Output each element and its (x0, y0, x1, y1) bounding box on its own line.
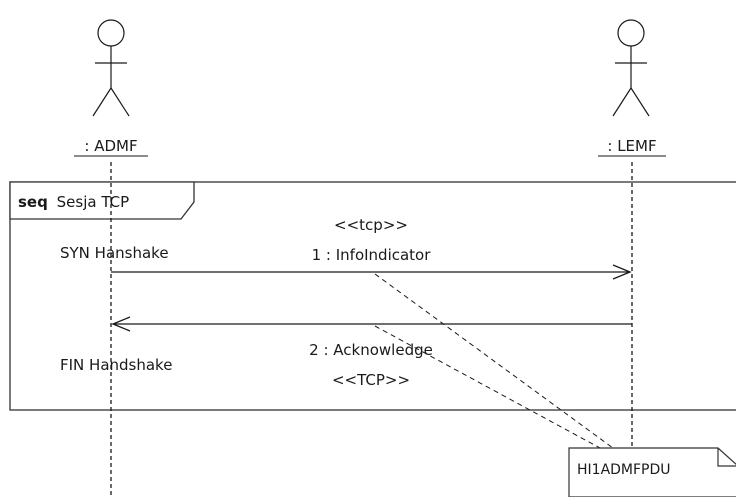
actor-lemf: : LEMF (598, 19, 666, 157)
actor-admf-label: : ADMF (84, 137, 137, 155)
actor-lemf-label: : LEMF (607, 137, 656, 155)
note-box-shape (568, 447, 736, 497)
message-2-note: FIN Handshake (60, 356, 172, 374)
actor-admf-icon (92, 19, 130, 117)
actor-lemf-icon (612, 19, 650, 117)
message-1-note: SYN Hanshake (60, 244, 169, 262)
actor-admf: : ADMF (74, 19, 148, 157)
message-2-stereotype: <<TCP>> (332, 371, 410, 389)
note-connector-2 (374, 325, 601, 449)
fragment-frame (9, 181, 736, 411)
fragment-name: Sesja TCP (57, 193, 130, 211)
note-box: HI1ADMFPDU (568, 447, 736, 497)
note-box-fold-icon (717, 448, 736, 467)
message-1-arrowhead-icon (612, 264, 632, 280)
fragment-label-pentagon (9, 181, 195, 220)
message-2: 2 : Acknowledge <<TCP>> FIN Handshake (60, 316, 632, 389)
note-box-text: HI1ADMFPDU (577, 462, 671, 478)
fragment-label: seq Sesja TCP (18, 193, 129, 211)
message-2-arrowhead-icon (111, 316, 131, 332)
message-1-label: 1 : InfoIndicator (312, 246, 432, 264)
fragment-operator: seq (18, 193, 48, 211)
message-1: <<tcp>> 1 : InfoIndicator SYN Hanshake (60, 216, 632, 280)
note-connector-1 (374, 273, 614, 449)
message-1-stereotype: <<tcp>> (334, 216, 408, 234)
message-2-label: 2 : Acknowledge (309, 341, 433, 359)
